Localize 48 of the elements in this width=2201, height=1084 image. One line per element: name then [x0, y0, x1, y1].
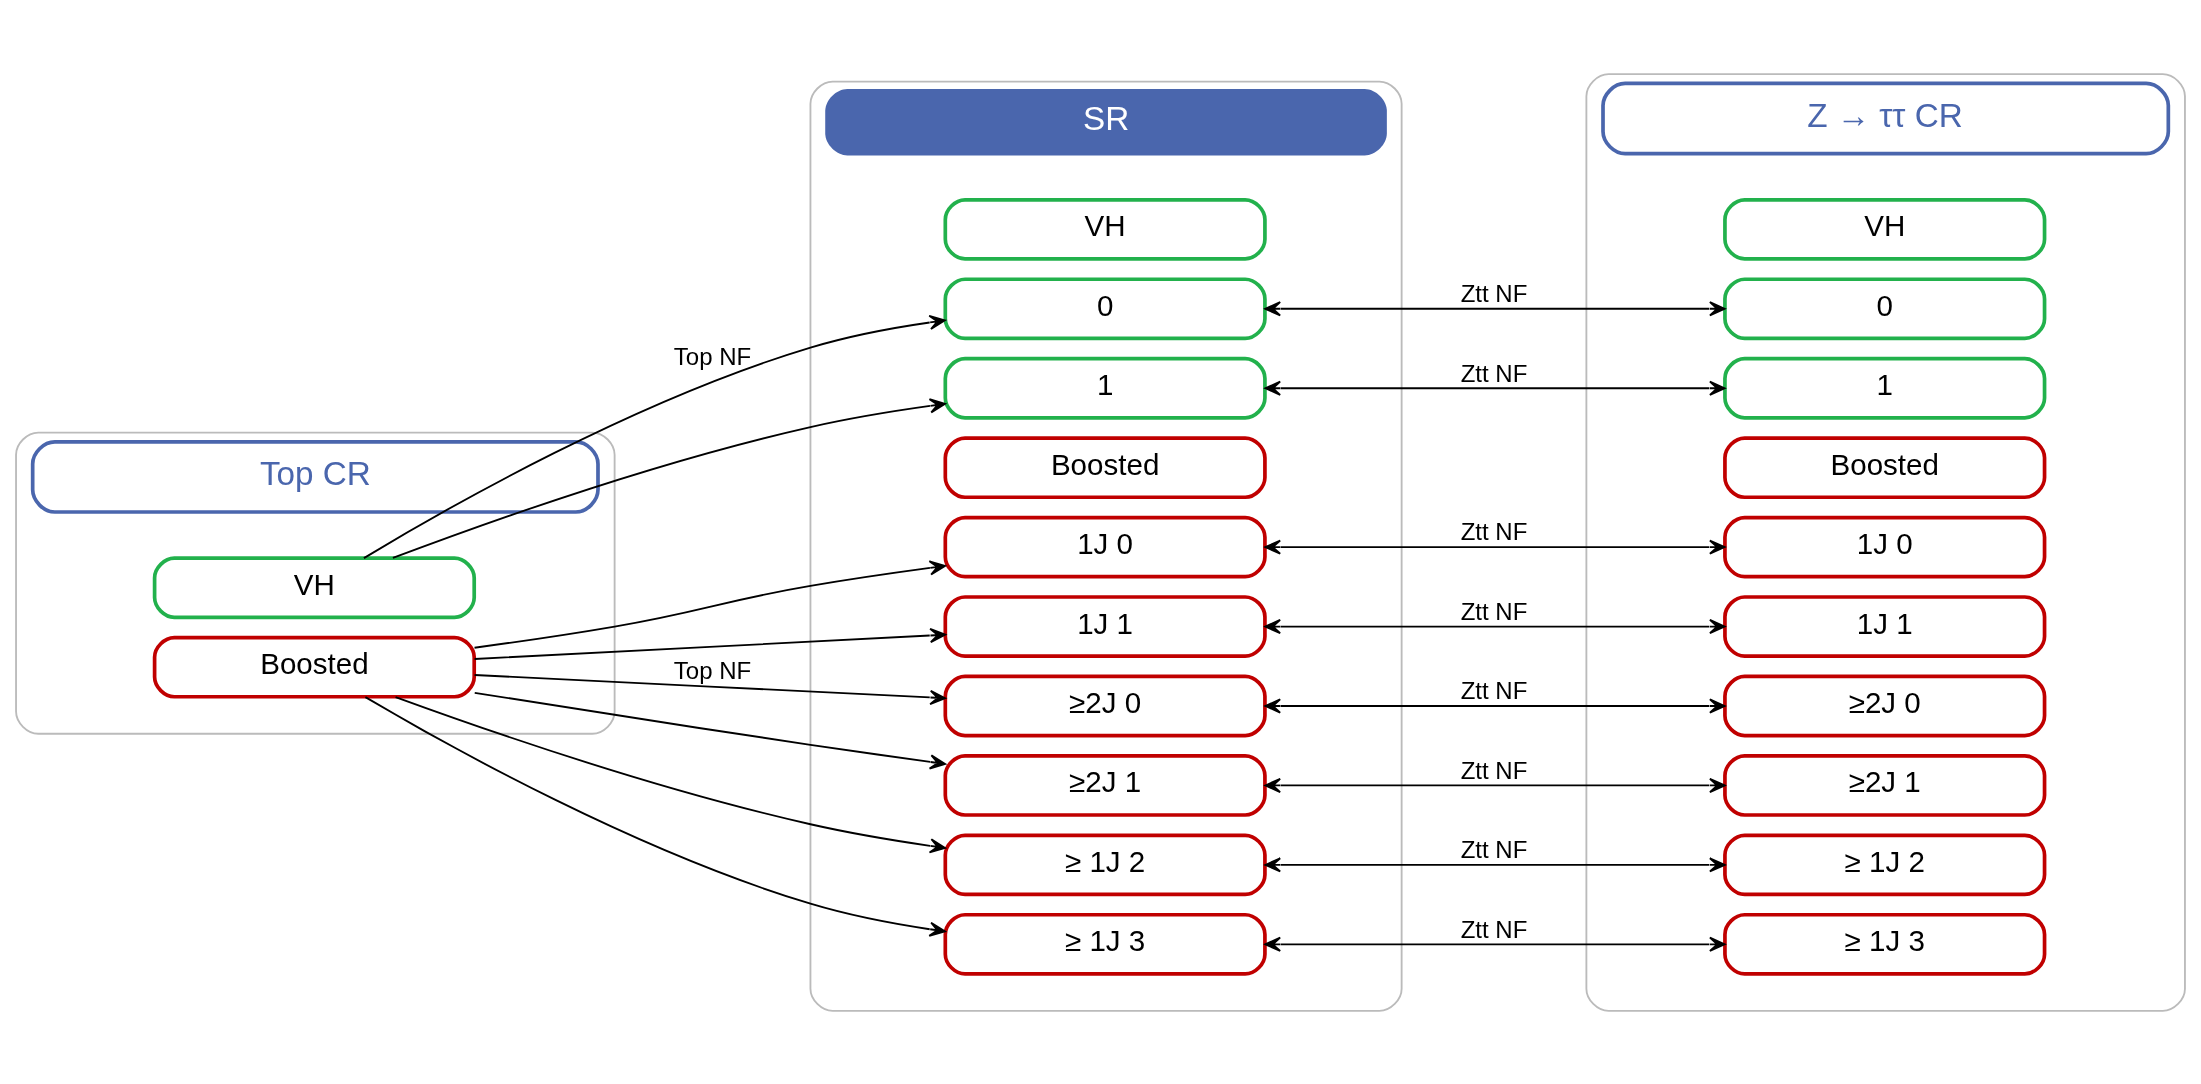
- node-box: 1J 0: [943, 515, 1267, 579]
- node-box: ≥ 1J 3: [943, 912, 1267, 976]
- arrow: [364, 695, 946, 937]
- arrow: [1264, 618, 1726, 634]
- arrow: [473, 673, 947, 705]
- arrow: [1264, 380, 1726, 396]
- arrow: [1264, 936, 1726, 952]
- node-box: 0: [1723, 276, 2047, 340]
- node-box: 1: [1723, 356, 2047, 420]
- edge-label: Ztt NF: [1460, 676, 1528, 704]
- arrow: [1264, 539, 1726, 555]
- arrow: [363, 314, 946, 559]
- node-box: 1J 0: [1723, 515, 2047, 579]
- arrow: [473, 559, 946, 649]
- node-box: VH: [1723, 197, 2047, 261]
- node-box: VH: [152, 555, 477, 619]
- arrow: [1264, 777, 1726, 793]
- arrow: [1264, 300, 1726, 316]
- edge-label: Ztt NF: [1460, 597, 1528, 625]
- node-box: Boosted: [152, 635, 477, 699]
- node-box: Boosted: [943, 435, 1267, 499]
- node-box: VH: [943, 197, 1267, 261]
- node-box: ≥ 1J 2: [1723, 832, 2047, 896]
- node-box: ≥2J 0: [1723, 674, 2047, 737]
- edge-label: Ztt NF: [1460, 279, 1528, 307]
- arrow: [1264, 856, 1726, 872]
- node-box: ≥2J 1: [943, 753, 1267, 817]
- node-box: Boosted: [1723, 435, 2047, 499]
- node-box: ≥ 1J 2: [943, 832, 1267, 896]
- edge-label: Ztt NF: [1460, 835, 1528, 863]
- arrow: [394, 695, 946, 853]
- node-box: 1: [943, 356, 1267, 420]
- arrow: [392, 397, 946, 559]
- node-box: 0: [943, 276, 1267, 340]
- arrow: [1264, 697, 1726, 714]
- arrow: [473, 691, 947, 769]
- node-box: ≥2J 1: [1723, 753, 2047, 817]
- edge-label: Ztt NF: [1460, 915, 1528, 943]
- node-box: 1J 1: [943, 594, 1267, 658]
- node-box: 1J 1: [1723, 594, 2047, 658]
- edge-label: Ztt NF: [1460, 517, 1528, 545]
- edge-label: Ztt NF: [1460, 756, 1528, 784]
- edge-label: Top NF: [673, 656, 752, 684]
- arrow: [473, 627, 947, 660]
- edge-label: Top NF: [673, 342, 752, 370]
- edge-label: Ztt NF: [1460, 359, 1528, 387]
- node-box: ≥ 1J 3: [1723, 912, 2047, 976]
- node-box: ≥2J 0: [943, 674, 1267, 737]
